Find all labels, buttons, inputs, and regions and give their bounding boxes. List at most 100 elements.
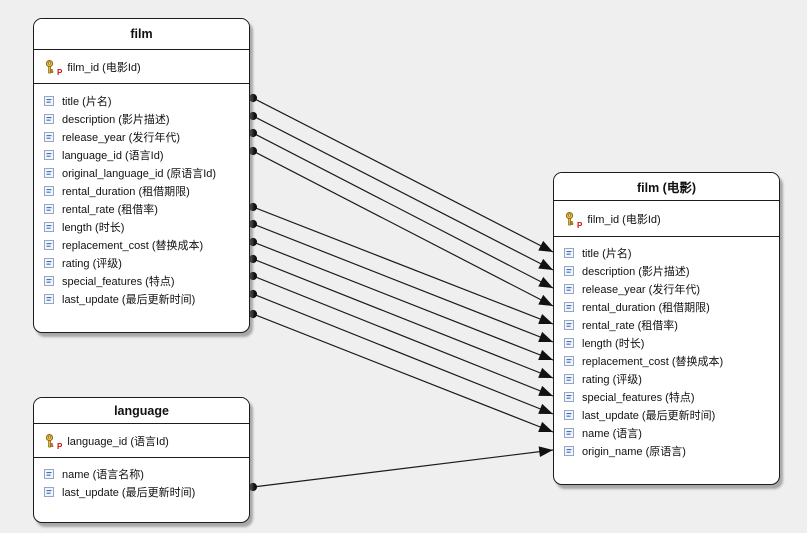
table-field-row[interactable]: special_features (特点) <box>44 272 243 290</box>
table-field-row[interactable]: length (时长) <box>564 334 773 352</box>
field-label: last_update (最后更新时间) <box>62 487 196 499</box>
field-lines-icon <box>564 428 574 438</box>
primary-key-row[interactable]: P film_id (电影Id) <box>34 50 249 84</box>
field-label: name (语言) <box>582 428 642 440</box>
relationship-connector[interactable] <box>248 289 554 415</box>
pk-field-label: film_id (电影Id) <box>587 213 661 226</box>
field-label: length (时长) <box>62 222 125 234</box>
field-label: release_year (发行年代) <box>582 284 700 296</box>
table-field-row[interactable]: rental_duration (租借期限) <box>44 182 243 200</box>
relationship-connector[interactable] <box>248 309 554 433</box>
field-lines-icon <box>44 114 54 124</box>
field-label: release_year (发行年代) <box>62 132 180 144</box>
field-lines-icon <box>564 410 574 420</box>
table-field-row[interactable]: name (语言名称) <box>44 465 243 483</box>
relationship-connector[interactable] <box>248 271 554 397</box>
table-field-row[interactable]: length (时长) <box>44 218 243 236</box>
field-list: name (语言名称) last_update (最后更新时间) <box>34 458 249 501</box>
field-label: length (时长) <box>582 338 645 350</box>
table-field-row[interactable]: rental_rate (租借率) <box>44 200 243 218</box>
primary-key-row[interactable]: P language_id (语言Id) <box>34 424 249 458</box>
key-icon <box>44 433 55 448</box>
relationship-connector[interactable] <box>248 237 554 361</box>
entity-table-film-target[interactable]: film (电影) P film_id (电影Id) title (片名)des… <box>553 172 780 485</box>
field-label: last_update (最后更新时间) <box>62 294 196 306</box>
pk-field-label: film_id (电影Id) <box>67 61 141 74</box>
table-title: film <box>34 19 249 50</box>
field-label: rental_rate (租借率) <box>62 204 158 216</box>
field-label: language_id (语言Id) <box>62 150 164 162</box>
table-field-row[interactable]: language_id (语言Id) <box>44 146 243 164</box>
table-field-row[interactable]: rental_rate (租借率) <box>564 316 773 334</box>
field-lines-icon <box>564 302 574 312</box>
pk-marker: P <box>57 68 63 77</box>
relationship-connector[interactable] <box>248 254 554 379</box>
table-field-row[interactable]: description (影片描述) <box>564 262 773 280</box>
table-field-row[interactable]: name (语言) <box>564 424 773 442</box>
field-list: title (片名) description (影片描述) release_year… <box>34 84 249 308</box>
field-label: description (影片描述) <box>62 114 170 126</box>
table-field-row[interactable]: origin_name (原语言) <box>564 442 773 460</box>
field-label: origin_name (原语言) <box>582 446 686 458</box>
table-field-row[interactable]: last_update (最后更新时间) <box>44 483 243 501</box>
field-label: original_language_id (原语言Id) <box>62 168 217 180</box>
field-label: special_features (特点) <box>62 276 175 288</box>
field-label: rating (评级) <box>582 374 642 386</box>
table-field-row[interactable]: rating (评级) <box>564 370 773 388</box>
field-lines-icon <box>44 168 54 178</box>
key-icon <box>44 59 55 74</box>
entity-table-language[interactable]: language P language_id (语言Id) name (语言名称… <box>33 397 250 523</box>
field-lines-icon <box>44 487 54 497</box>
field-lines-icon <box>564 284 574 294</box>
table-field-row[interactable]: rating (评级) <box>44 254 243 272</box>
relationship-connector[interactable] <box>248 202 554 325</box>
pk-field-label: language_id (语言Id) <box>67 435 169 448</box>
table-field-row[interactable]: last_update (最后更新时间) <box>44 290 243 308</box>
field-label: name (语言名称) <box>62 469 144 481</box>
field-lines-icon <box>44 150 54 160</box>
table-field-row[interactable]: replacement_cost (替换成本) <box>44 236 243 254</box>
primary-key-row[interactable]: P film_id (电影Id) <box>554 201 779 237</box>
field-lines-icon <box>44 132 54 142</box>
field-lines-icon <box>44 186 54 196</box>
field-label: rental_rate (租借率) <box>582 320 678 332</box>
field-label: rental_duration (租借期限) <box>62 186 190 198</box>
relationship-connector[interactable] <box>248 111 554 271</box>
table-field-row[interactable]: rental_duration (租借期限) <box>564 298 773 316</box>
field-lines-icon <box>44 294 54 304</box>
field-lines-icon <box>44 240 54 250</box>
field-lines-icon <box>44 204 54 214</box>
field-label: description (影片描述) <box>582 266 690 278</box>
relationship-connector[interactable] <box>248 446 554 492</box>
field-lines-icon <box>44 222 54 232</box>
table-field-row[interactable]: last_update (最后更新时间) <box>564 406 773 424</box>
table-title: language <box>34 398 249 424</box>
table-field-row[interactable]: title (片名) <box>44 92 243 110</box>
relationship-connector[interactable] <box>248 128 554 289</box>
field-label: title (片名) <box>62 96 112 108</box>
field-label: special_features (特点) <box>582 392 695 404</box>
table-field-row[interactable]: description (影片描述) <box>44 110 243 128</box>
table-field-row[interactable]: special_features (特点) <box>564 388 773 406</box>
table-field-row[interactable]: release_year (发行年代) <box>564 280 773 298</box>
table-field-row[interactable]: replacement_cost (替换成本) <box>564 352 773 370</box>
table-field-row[interactable]: original_language_id (原语言Id) <box>44 164 243 182</box>
field-lines-icon <box>564 248 574 258</box>
field-lines-icon <box>44 258 54 268</box>
table-field-row[interactable]: title (片名) <box>564 244 773 262</box>
key-icon <box>564 211 575 226</box>
field-lines-icon <box>44 96 54 106</box>
entity-table-film-source[interactable]: film P film_id (电影Id) title (片名) descript… <box>33 18 250 333</box>
pk-marker: P <box>577 221 583 230</box>
field-lines-icon <box>564 374 574 384</box>
field-lines-icon <box>564 392 574 402</box>
field-lines-icon <box>564 338 574 348</box>
table-field-row[interactable]: release_year (发行年代) <box>44 128 243 146</box>
field-label: rental_duration (租借期限) <box>582 302 710 314</box>
field-lines-icon <box>564 266 574 276</box>
field-label: last_update (最后更新时间) <box>582 410 716 422</box>
field-label: replacement_cost (替换成本) <box>62 240 204 252</box>
